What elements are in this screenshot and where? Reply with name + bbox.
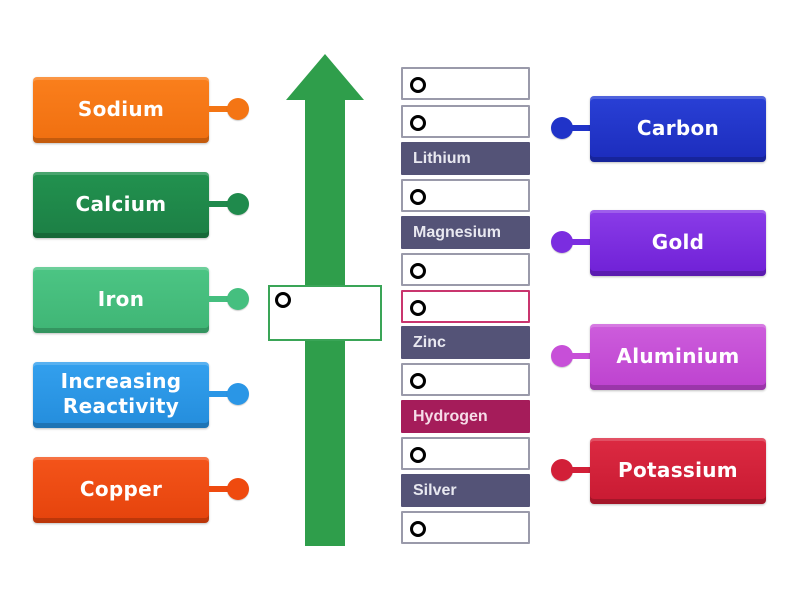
drop-target-ring-icon (410, 77, 426, 93)
arrow-drop-zone[interactable] (268, 285, 382, 341)
connector-line (209, 486, 231, 492)
drop-target-ring-icon (410, 447, 426, 463)
tile-silver: Silver (401, 474, 530, 507)
answer-slot-3[interactable] (401, 179, 530, 212)
pin-dot[interactable] (227, 288, 249, 310)
pin-dot[interactable] (227, 193, 249, 215)
drop-target-ring-icon (410, 263, 426, 279)
label-aluminium[interactable]: Aluminium (590, 324, 766, 390)
connector-line (565, 125, 592, 131)
pin-dot[interactable] (551, 459, 573, 481)
connector-line (209, 201, 231, 207)
label-carbon[interactable]: Carbon (590, 96, 766, 162)
tile-text: Zinc (413, 333, 446, 351)
label-calcium[interactable]: Calcium (33, 172, 209, 238)
connector-line (209, 391, 231, 397)
label-text-line2: Reactivity (62, 393, 180, 418)
connector-line (565, 239, 592, 245)
label-text: Calcium (75, 191, 167, 216)
answer-slot-2[interactable] (401, 105, 530, 138)
drop-target-ring-icon (410, 189, 426, 205)
label-text: Iron (97, 286, 145, 311)
answer-slot-7[interactable] (401, 437, 530, 470)
connector-line (565, 353, 592, 359)
connector-line (565, 467, 592, 473)
tile-zinc: Zinc (401, 326, 530, 359)
connector-line (209, 106, 231, 112)
drop-target-ring-icon (275, 292, 291, 308)
label-text-line1: Increasing (60, 368, 182, 393)
answer-slot-6[interactable] (401, 363, 530, 396)
drop-target-ring-icon (410, 300, 426, 316)
label-iron[interactable]: Iron (33, 267, 209, 333)
label-potassium[interactable]: Potassium (590, 438, 766, 504)
pin-dot[interactable] (227, 478, 249, 500)
label-text: Gold (651, 229, 705, 254)
answer-slot-8[interactable] (401, 511, 530, 544)
answer-slot-1[interactable] (401, 67, 530, 100)
label-gold[interactable]: Gold (590, 210, 766, 276)
tile-text: Lithium (413, 149, 471, 167)
label-sodium[interactable]: Sodium (33, 77, 209, 143)
connector-line (209, 296, 231, 302)
pin-dot[interactable] (227, 383, 249, 405)
pin-dot[interactable] (227, 98, 249, 120)
drop-target-ring-icon (410, 115, 426, 131)
label-text: Potassium (618, 457, 738, 482)
label-copper[interactable]: Copper (33, 457, 209, 523)
answer-slot-5[interactable] (401, 290, 530, 323)
drop-target-ring-icon (410, 373, 426, 389)
label-text: Carbon (636, 115, 720, 140)
tile-hydrogen: Hydrogen (401, 400, 530, 433)
tile-text: Silver (413, 481, 457, 499)
label-text: Sodium (77, 96, 165, 121)
answer-slot-4[interactable] (401, 253, 530, 286)
label-text: Copper (79, 476, 163, 501)
pin-dot[interactable] (551, 117, 573, 139)
pin-dot[interactable] (551, 231, 573, 253)
pin-dot[interactable] (551, 345, 573, 367)
drop-target-ring-icon (410, 521, 426, 537)
tile-magnesium: Magnesium (401, 216, 530, 249)
tile-text: Magnesium (413, 223, 502, 241)
tile-text: Hydrogen (413, 407, 488, 425)
label-increasing-reactivity[interactable]: Increasing Reactivity (33, 362, 209, 428)
tile-lithium: Lithium (401, 142, 530, 175)
label-text: Aluminium (616, 343, 740, 368)
label-text-wrap: Increasing Reactivity (61, 369, 182, 422)
